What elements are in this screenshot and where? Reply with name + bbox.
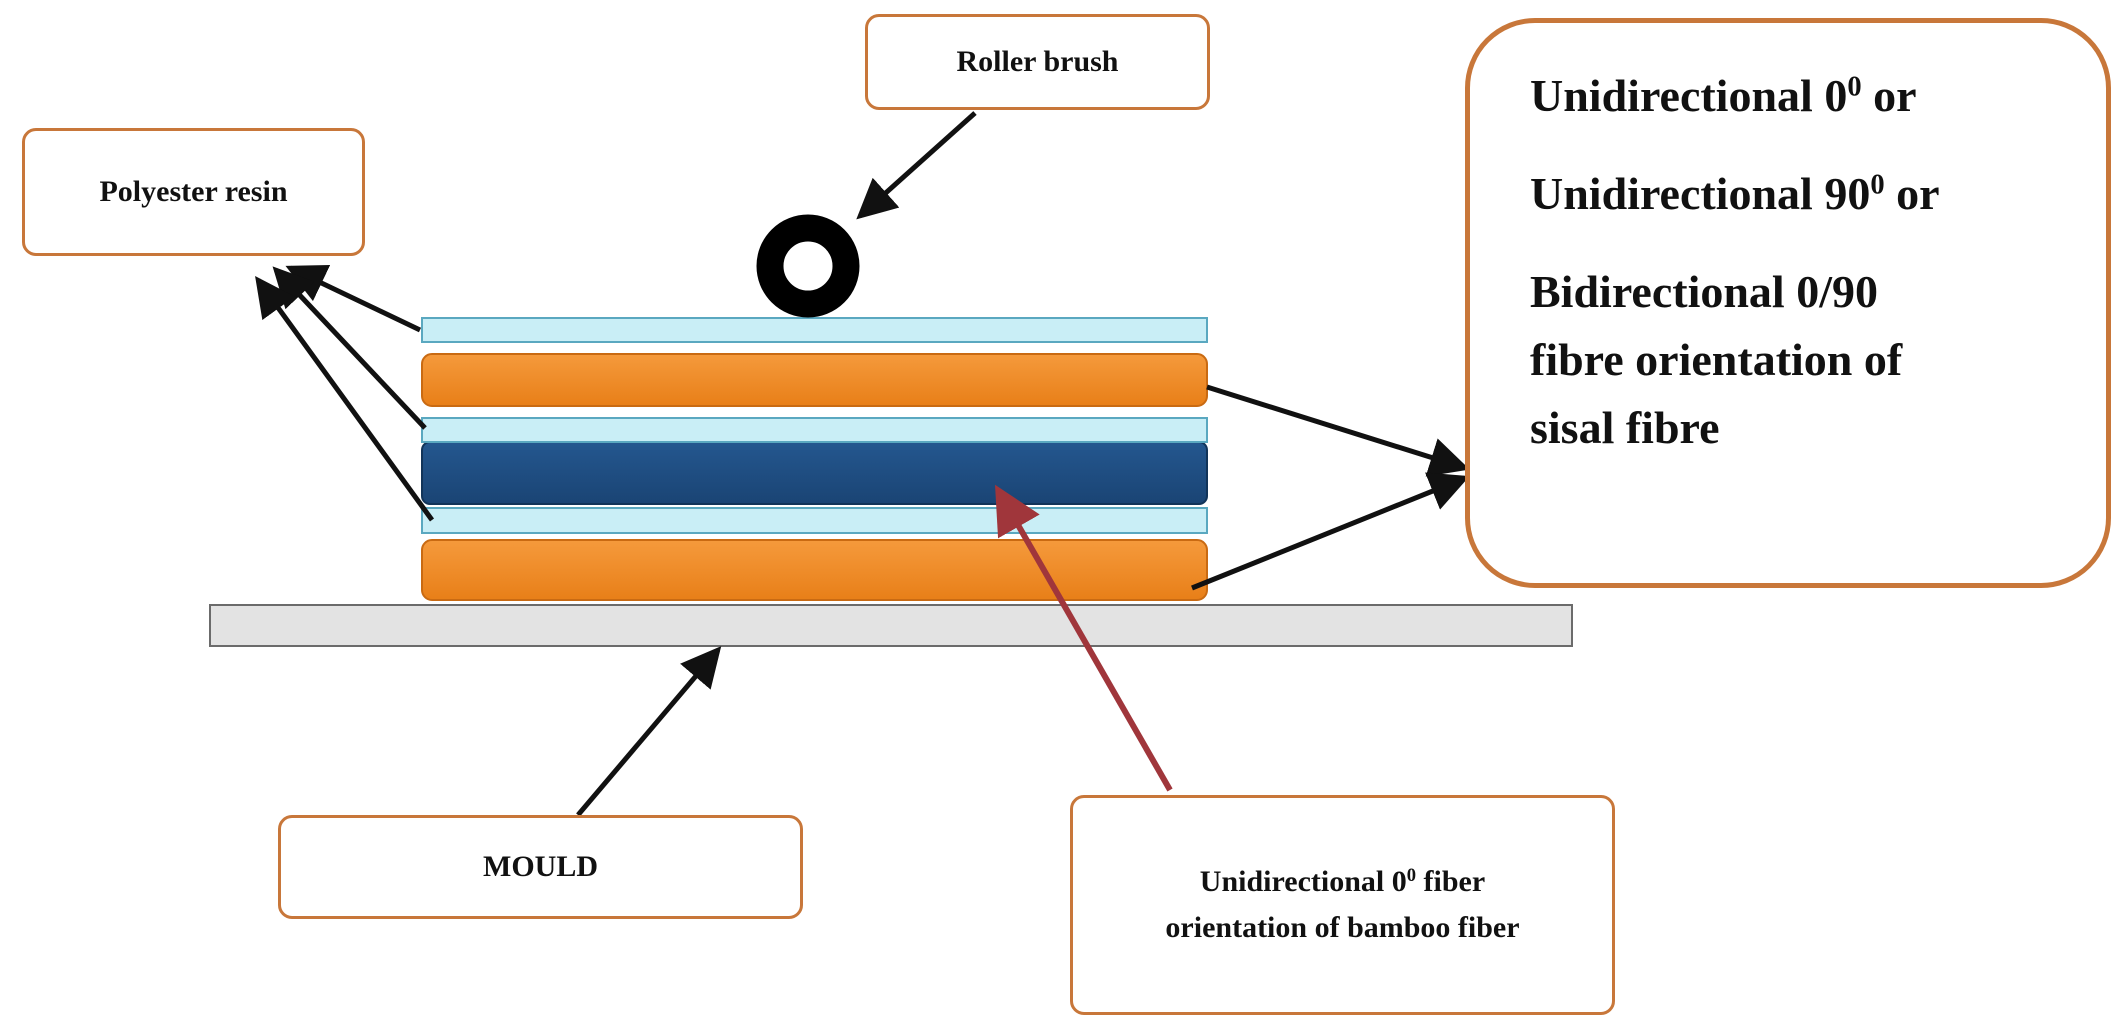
bamboo-fiber-label-line1: Unidirectional 00 fiber	[1199, 864, 1486, 898]
roller-brush-icon	[756, 214, 860, 318]
mould-label: MOULD	[483, 850, 598, 883]
roller-arrow	[856, 111, 977, 220]
sisal-layer-bottom	[421, 539, 1208, 601]
resin-layer-3	[421, 507, 1208, 534]
sisal-label-line4: fibre orientation of	[1530, 334, 1903, 385]
sisal-arrow-bottom	[1191, 472, 1470, 591]
bamboo-fiber-label-box: Unidirectional 00 fiber orientation of b…	[1070, 795, 1615, 1015]
mould-label-box: MOULD	[278, 815, 803, 919]
sisal-label-line1: Unidirectional 00 or	[1530, 70, 1917, 121]
sisal-label-line5: sisal fibre	[1530, 402, 1720, 453]
polyester-resin-label-box: Polyester resin	[22, 128, 365, 256]
bamboo-arrow	[995, 484, 1173, 792]
bamboo-layer	[421, 441, 1208, 505]
resin-arrow-3	[255, 275, 435, 522]
sisal-label-line3: Bidirectional 0/90	[1530, 266, 1878, 317]
sisal-arrow-top	[1206, 384, 1470, 477]
resin-layer-2	[421, 417, 1208, 443]
mould-plate	[209, 604, 1573, 647]
roller-brush-label: Roller brush	[956, 45, 1119, 78]
sisal-layer-top	[421, 353, 1208, 407]
bamboo-fiber-label-line2: orientation of bamboo fiber	[1165, 911, 1520, 944]
roller-brush-label-box: Roller brush	[865, 14, 1210, 110]
sisal-fibre-label-box: Unidirectional 00 or Unidirectional 900 …	[1465, 18, 2111, 588]
polyester-resin-label: Polyester resin	[99, 175, 288, 208]
resin-layer-1	[421, 317, 1208, 343]
resin-arrow-2	[272, 266, 427, 430]
mould-arrow	[576, 646, 722, 817]
resin-arrow-1	[285, 265, 422, 333]
sisal-label-line2: Unidirectional 900 or	[1530, 168, 1940, 219]
